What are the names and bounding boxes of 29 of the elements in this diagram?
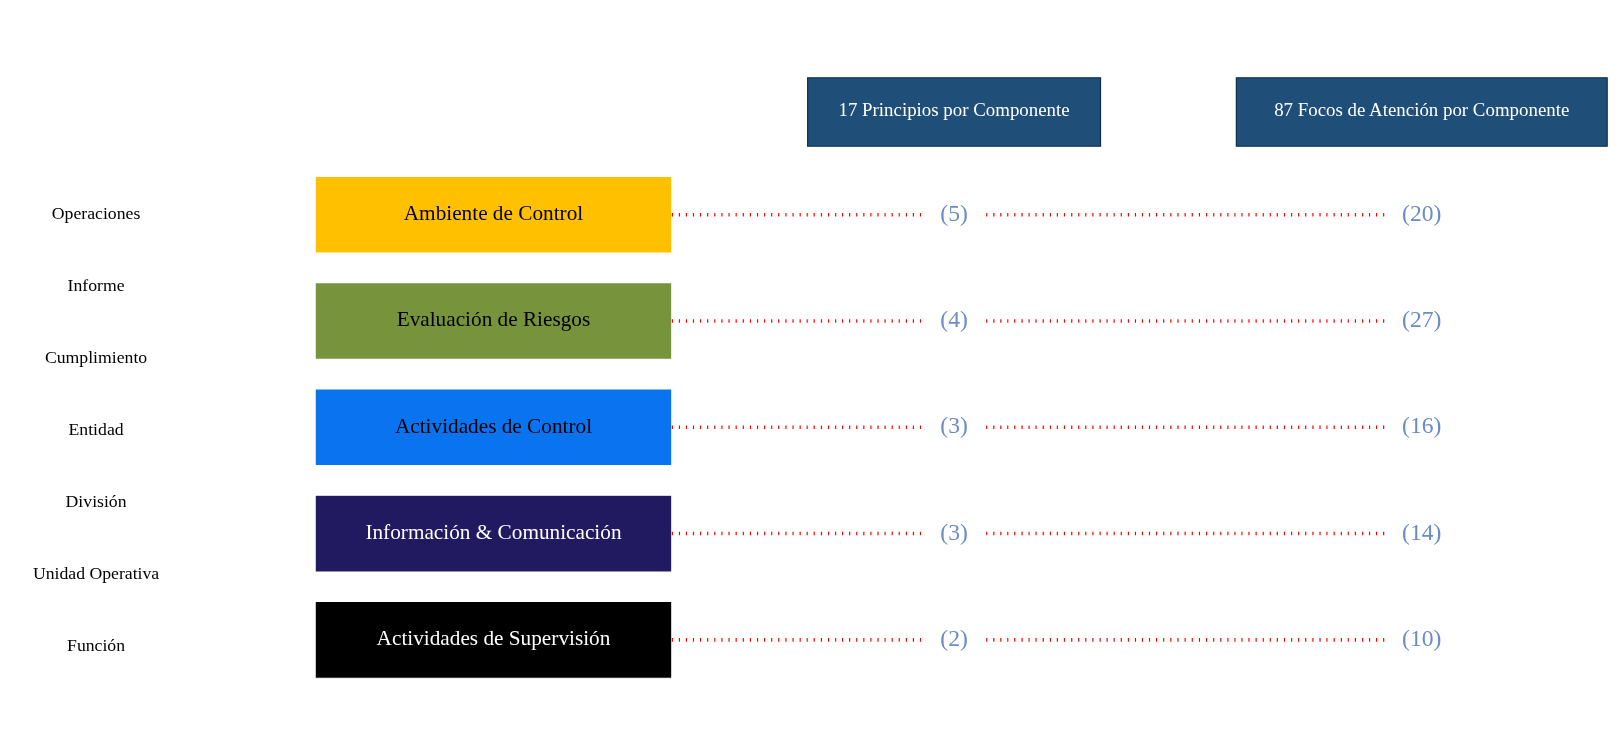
node-text: (20): [1402, 199, 1442, 226]
node-text: (14): [1402, 518, 1442, 545]
node-text: (27): [1402, 305, 1442, 332]
node-box: 87 Focos de Atención por Componente: [1235, 76, 1608, 147]
node-text: (3): [940, 411, 968, 438]
node-text: (10): [1402, 624, 1442, 651]
node-box: Actividades de Supervisión: [314, 600, 673, 679]
node-box: Ambiente de Control: [314, 175, 673, 254]
label: Función: [67, 634, 126, 655]
label: Cumplimiento: [44, 346, 148, 367]
label: División: [65, 490, 127, 511]
node-text: (5): [940, 199, 968, 226]
node-text: (3): [940, 518, 968, 545]
label: Unidad Operativa: [32, 562, 160, 583]
label: Informe: [67, 274, 125, 295]
node-box: Actividades de Control: [314, 387, 673, 466]
label: Entidad: [68, 418, 124, 439]
node-box: Evaluación de Riesgos: [314, 281, 673, 360]
label: Operaciones: [51, 202, 141, 223]
node-text: (4): [940, 305, 968, 332]
connector: [671, 425, 922, 429]
node-box: Información & Comunicación: [314, 494, 673, 573]
connector: [671, 531, 922, 535]
connector: [671, 212, 922, 216]
connector: [671, 318, 922, 323]
node-text: (16): [1402, 411, 1442, 438]
connector: [671, 637, 922, 642]
node-box: 17 Principios por Componente: [807, 76, 1102, 147]
node-text: (2): [940, 624, 968, 651]
